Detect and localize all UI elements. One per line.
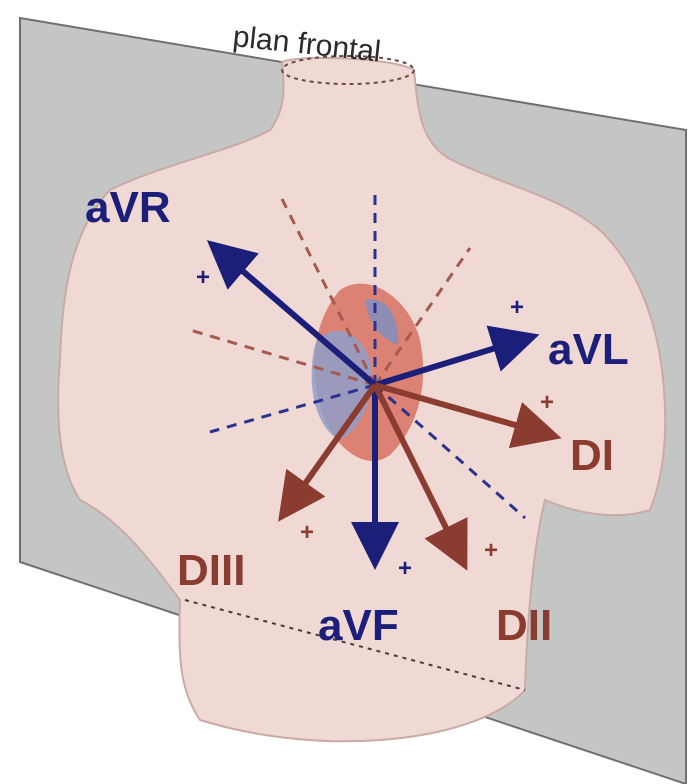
lead-label-avl: aVL xyxy=(548,325,629,374)
plus-sign-diii: + xyxy=(300,519,314,546)
lead-label-di: DI xyxy=(570,431,614,480)
lead-label-dii: DII xyxy=(496,601,552,650)
lead-label-avr: aVR xyxy=(85,183,171,232)
plus-sign-avr: + xyxy=(196,264,210,291)
lead-label-avf: aVF xyxy=(318,601,399,650)
plus-sign-avl: + xyxy=(510,294,524,321)
plus-sign-dii: + xyxy=(484,537,498,564)
plus-sign-di: + xyxy=(540,389,554,416)
plus-sign-avf: + xyxy=(398,555,412,582)
lead-label-diii: DIII xyxy=(177,546,245,595)
